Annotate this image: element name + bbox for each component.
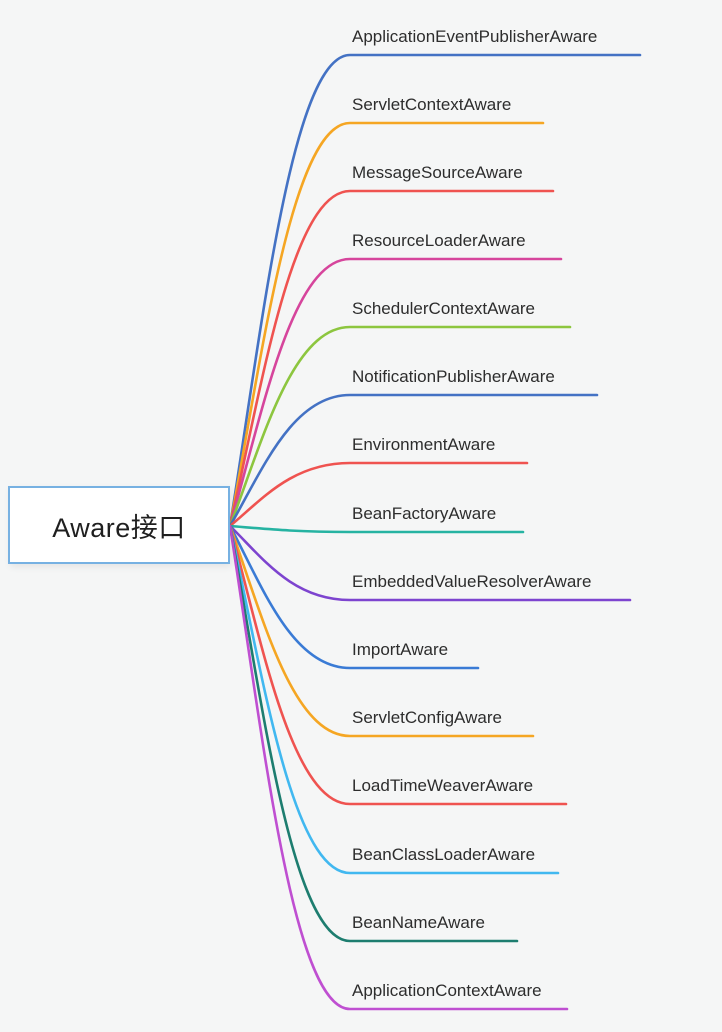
node-label[interactable]: EnvironmentAware bbox=[352, 435, 496, 454]
branch-edge bbox=[228, 189, 555, 528]
root-node[interactable]: Aware接口 bbox=[8, 486, 230, 564]
branch-edge bbox=[228, 121, 545, 528]
branch-edge bbox=[228, 524, 560, 875]
node-label[interactable]: ServletConfigAware bbox=[352, 708, 502, 727]
node-label[interactable]: ImportAware bbox=[352, 640, 449, 659]
node-label[interactable]: BeanClassLoaderAware bbox=[352, 845, 536, 864]
branch-edge bbox=[228, 325, 572, 528]
node-label[interactable]: ApplicationContextAware bbox=[352, 981, 542, 1000]
branch-edge bbox=[228, 524, 632, 602]
node-label[interactable]: BeanNameAware bbox=[352, 913, 485, 932]
node-label[interactable]: LoadTimeWeaverAware bbox=[352, 776, 534, 795]
node-label[interactable]: ServletContextAware bbox=[352, 95, 512, 114]
branch-edge bbox=[228, 524, 568, 806]
branch-edge bbox=[228, 53, 642, 528]
node-label[interactable]: ApplicationEventPublisherAware bbox=[352, 27, 598, 46]
branch-edge bbox=[228, 524, 535, 738]
node-label[interactable]: SchedulerContextAware bbox=[352, 299, 536, 318]
node-label[interactable]: BeanFactoryAware bbox=[352, 504, 497, 523]
node-label[interactable]: ResourceLoaderAware bbox=[352, 231, 526, 250]
branch-edge bbox=[228, 393, 599, 528]
root-label: Aware接口 bbox=[52, 512, 186, 543]
node-label[interactable]: NotificationPublisherAware bbox=[352, 367, 555, 386]
branch-edge bbox=[228, 257, 563, 528]
branch-edge bbox=[228, 461, 529, 528]
node-label[interactable]: EmbeddedValueResolverAware bbox=[352, 572, 592, 591]
branch-edge bbox=[228, 524, 525, 534]
branch-edge bbox=[228, 524, 569, 1011]
branch-edge bbox=[228, 524, 480, 670]
branch-edge bbox=[228, 524, 519, 943]
node-label[interactable]: MessageSourceAware bbox=[352, 163, 523, 182]
